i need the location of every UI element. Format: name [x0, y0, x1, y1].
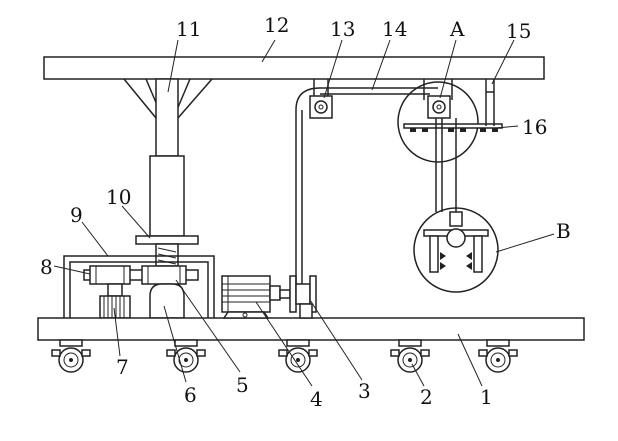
- part-labels: 11 12 13 14 A 15 16 10 9 8 7 6 5 4 3 2 1…: [40, 13, 571, 411]
- label-16: 16: [522, 115, 547, 139]
- label-12: 12: [264, 13, 289, 37]
- label-8: 8: [40, 255, 53, 279]
- label-9: 9: [70, 203, 83, 227]
- cylinder-plate: [135, 235, 199, 245]
- label-2: 2: [420, 385, 433, 409]
- label-4: 4: [310, 387, 323, 411]
- hydraulic-cylinder: [149, 155, 185, 237]
- detail-circle-b: [413, 207, 499, 293]
- winch-drum: [279, 275, 317, 319]
- base-platform: [37, 317, 585, 341]
- label-5: 5: [236, 373, 249, 397]
- label-a: A: [449, 17, 465, 41]
- gear-motor: [99, 283, 131, 319]
- top-beam: [43, 56, 545, 80]
- wheels: [51, 339, 518, 373]
- label-13: 13: [330, 17, 355, 41]
- rail-teeth: [410, 128, 498, 132]
- hanging-cable: [435, 118, 457, 212]
- detail-circle-a: [397, 79, 503, 163]
- bearing-seat: [149, 283, 185, 319]
- label-15: 15: [506, 19, 531, 43]
- label-b: B: [556, 219, 571, 243]
- label-10: 10: [106, 185, 131, 209]
- leader-lines: [53, 39, 555, 387]
- wheel-3: [278, 339, 318, 373]
- wheel-4: [390, 339, 430, 373]
- wheel-1: [51, 339, 91, 373]
- rail-hanger: [485, 79, 495, 126]
- label-3: 3: [358, 379, 371, 403]
- wheel-2: [166, 339, 206, 373]
- label-1: 1: [480, 385, 493, 409]
- pulley-13: [309, 79, 333, 119]
- lower-frame: [63, 255, 215, 318]
- label-7: 7: [116, 355, 129, 379]
- drive-motor: [221, 275, 281, 319]
- label-11: 11: [176, 17, 201, 41]
- gear-shaft-assembly: [83, 265, 199, 285]
- label-6: 6: [184, 383, 197, 407]
- cable: [295, 87, 438, 284]
- label-14: 14: [382, 17, 407, 41]
- support-column: [155, 78, 179, 157]
- wheel-5: [478, 339, 518, 373]
